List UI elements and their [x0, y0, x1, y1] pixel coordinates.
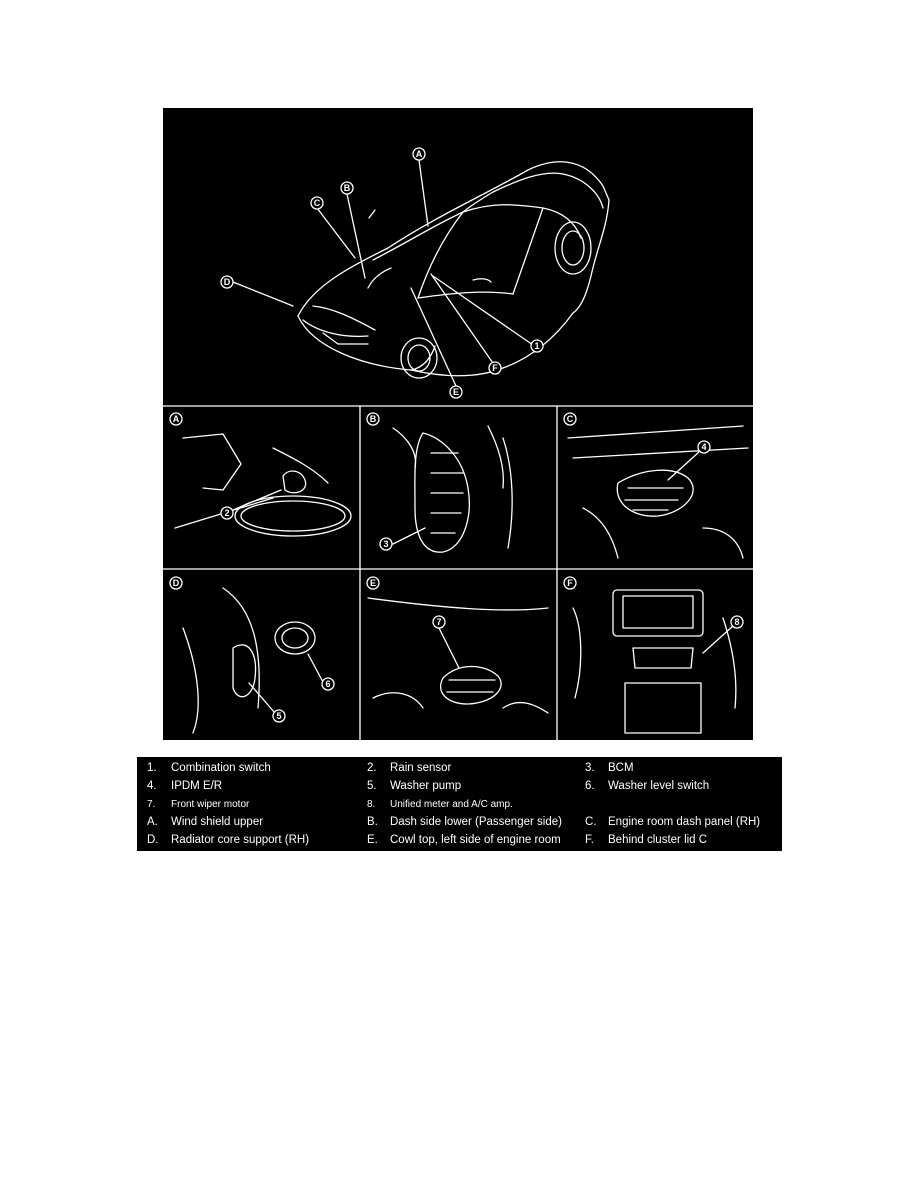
legend-value: Behind cluster lid C	[608, 834, 708, 846]
legend-row: 7. Front wiper motor 8. Unified meter an…	[137, 796, 782, 813]
panel-e-number: 7	[436, 617, 441, 627]
legend-value: Unified meter and A/C amp.	[390, 799, 513, 810]
legend-key: 2.	[367, 762, 377, 774]
leader-E	[410, 287, 457, 387]
panel-a-number-circle	[220, 506, 234, 520]
callout-circle-B	[340, 181, 354, 195]
panel-a-drawing	[174, 433, 352, 537]
panel-c-drawing	[567, 425, 749, 559]
legend-key: B.	[367, 816, 378, 828]
panel-f-circle	[563, 576, 577, 590]
legend-value: Washer pump	[390, 780, 462, 792]
leader-A	[418, 159, 429, 227]
legend-value: Dash side lower (Passenger side)	[390, 816, 562, 828]
legend-row: 4. IPDM E/R 5. Washer pump 6. Washer lev…	[137, 778, 782, 795]
legend-key: 4.	[147, 780, 157, 792]
panel-e-number-circle	[432, 615, 446, 629]
callout-label-A: A	[416, 149, 423, 159]
legend-table: 1. Combination switch 2. Rain sensor 3. …	[137, 757, 782, 851]
legend-key: 5.	[367, 780, 377, 792]
figure-drawing: A B C D E F 1 A B C D E F 2 3 4 5 6 7 8	[163, 147, 753, 740]
panel-c-circle	[563, 412, 577, 426]
panel-b-number: 3	[383, 539, 388, 549]
legend-value: Rain sensor	[390, 762, 452, 774]
car-outline-drawing	[297, 161, 610, 379]
legend-key: 7.	[147, 799, 156, 810]
legend-value: Wind shield upper	[171, 816, 264, 828]
panel-b-label: B	[370, 414, 377, 424]
legend-value: Front wiper motor	[171, 799, 250, 810]
legend-key: C.	[585, 816, 597, 828]
legend-row: 1. Combination switch 2. Rain sensor 3. …	[137, 760, 782, 777]
panel-c-label: C	[567, 414, 574, 424]
callout-circle-F	[488, 361, 502, 375]
panel-f-number-circle	[730, 615, 744, 629]
legend-value: IPDM E/R	[171, 780, 223, 792]
legend-key: 3.	[585, 762, 595, 774]
panel-d-number-5: 5	[276, 711, 281, 721]
callout-circle-1	[530, 339, 544, 353]
panel-f-number: 8	[734, 617, 739, 627]
legend-value: Combination switch	[171, 762, 271, 774]
legend-value: Engine room dash panel (RH)	[608, 816, 761, 828]
panel-c-number: 4	[701, 442, 706, 452]
legend-value: Cowl top, left side of engine room	[390, 834, 561, 846]
callout-circle-D	[220, 275, 234, 289]
panel-d-label: D	[173, 578, 180, 588]
legend-key: E.	[367, 834, 378, 846]
legend-row: A. Wind shield upper B. Dash side lower …	[137, 814, 782, 831]
callout-circle-E	[449, 385, 463, 399]
legend-value: BCM	[608, 762, 634, 774]
legend-key: D.	[147, 834, 159, 846]
callout-label-C: C	[314, 198, 321, 208]
legend-row: D. Radiator core support (RH) E. Cowl to…	[137, 832, 782, 849]
panel-f-label: F	[567, 578, 573, 588]
leader-F	[430, 273, 496, 367]
panel-c-number-circle	[697, 440, 711, 454]
callout-circle-C	[310, 196, 324, 210]
panel-e-drawing	[367, 597, 549, 714]
panel-f-drawing	[572, 589, 737, 734]
panel-d-number-6: 6	[325, 679, 330, 689]
callout-label-E: E	[453, 387, 459, 397]
panel-a-label: A	[173, 414, 180, 424]
panel-d-circle	[169, 576, 183, 590]
legend-key: 6.	[585, 780, 595, 792]
legend-value: Washer level switch	[608, 780, 710, 792]
panel-b-drawing	[392, 425, 513, 553]
legend-key: A.	[147, 816, 158, 828]
leader-1	[432, 275, 534, 346]
leader-D	[232, 281, 294, 307]
panel-b-circle	[366, 412, 380, 426]
callout-label-B: B	[344, 183, 351, 193]
panel-a-circle	[169, 412, 183, 426]
panel-e-label: E	[370, 578, 376, 588]
leader-B	[346, 193, 366, 279]
callout-label-1: 1	[534, 341, 539, 351]
panel-d-number-5-circle	[272, 709, 286, 723]
callout-circle-A	[412, 147, 426, 161]
legend-key: F.	[585, 834, 594, 846]
legend-key: 1.	[147, 762, 157, 774]
callout-label-D: D	[224, 277, 231, 287]
legend-value: Radiator core support (RH)	[171, 834, 310, 846]
panel-d-number-6-circle	[321, 677, 335, 691]
panel-a-number: 2	[224, 508, 229, 518]
component-location-figure: A B C D E F 1 A B C D E F 2 3 4 5 6 7 8	[163, 108, 753, 740]
panel-d-drawing	[182, 587, 324, 734]
callout-label-F: F	[492, 363, 498, 373]
leader-C	[316, 207, 356, 259]
legend-key: 8.	[367, 799, 376, 810]
panel-b-number-circle	[379, 537, 393, 551]
panel-e-circle	[366, 576, 380, 590]
